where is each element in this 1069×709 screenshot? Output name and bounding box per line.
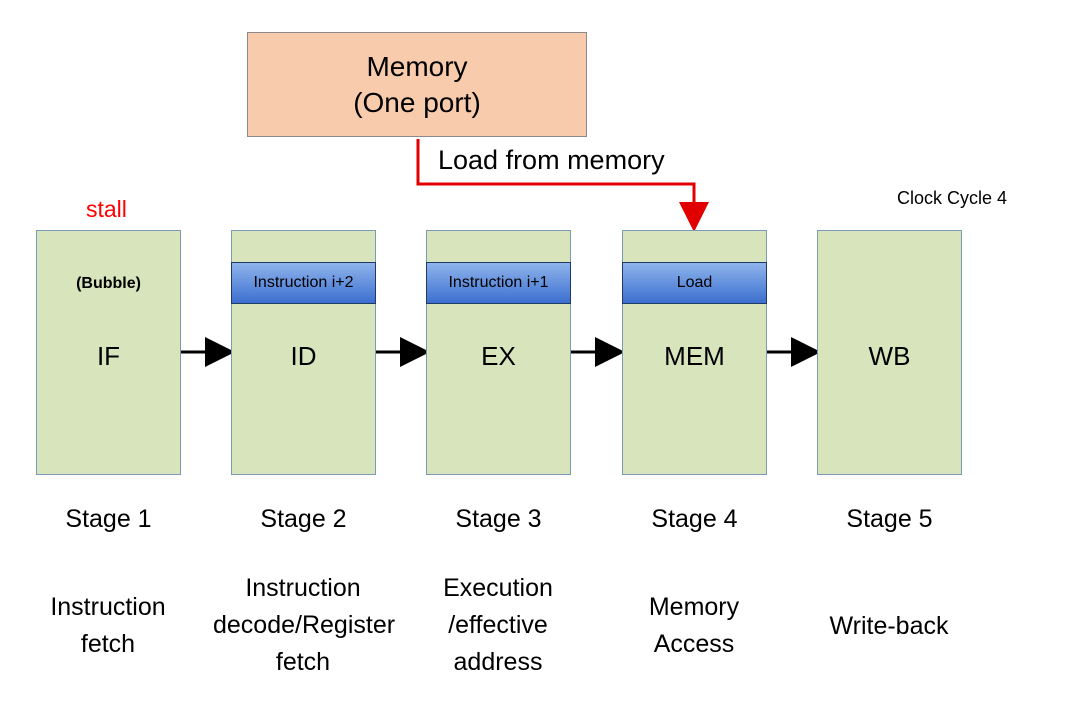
instruction-bar-ex: Instruction i+1 [426, 262, 571, 304]
desc-line: fetch [275, 648, 331, 676]
stage-description-1: Instruction fetch [18, 589, 198, 663]
load-from-memory-label: Load from memory [438, 145, 665, 175]
stage-if-box: (Bubble) IF [36, 230, 181, 475]
desc-line: decode/Register [213, 611, 396, 639]
load-arrow [416, 139, 709, 232]
clock-cycle-label: Clock Cycle 4 [897, 188, 1008, 208]
stage-number-3: Stage 3 [455, 505, 542, 533]
stage-number-5: Stage 5 [846, 505, 933, 533]
desc-line: Instruction [245, 574, 361, 602]
desc-line: Instruction [50, 593, 166, 621]
stage-mem-box: Load MEM [622, 230, 767, 475]
stage-description-4: Memory Access [604, 589, 784, 663]
stage-code-ex: EX [481, 341, 516, 371]
stage-id-box: Instruction i+2 ID [231, 230, 376, 475]
stage-number-1: Stage 1 [65, 505, 152, 533]
memory-subtitle: (One port) [353, 86, 481, 118]
stage-code-mem: MEM [664, 341, 725, 371]
memory-box: Memory (One port) [247, 32, 587, 137]
desc-line: address [453, 648, 543, 676]
stage-code-if: IF [96, 341, 121, 371]
desc-line: Memory [648, 593, 740, 621]
stage-code-id: ID [290, 341, 317, 371]
instruction-bar-id: Instruction i+2 [231, 262, 376, 304]
stage-code-wb: WB [868, 341, 911, 371]
stage-description-5: Write-back [799, 608, 979, 645]
bubble-label: (Bubble) [76, 275, 141, 292]
desc-line: Write-back [829, 612, 949, 640]
desc-line: /effective [448, 611, 548, 639]
desc-line: fetch [80, 630, 136, 658]
desc-line: Execution [443, 574, 553, 602]
stage-description-3: Execution /effective address [408, 570, 588, 681]
stage-number-4: Stage 4 [651, 505, 738, 533]
stall-label: stall [86, 196, 127, 222]
memory-title: Memory [366, 50, 468, 82]
desc-line: Access [653, 630, 735, 658]
stage-ex-box: Instruction i+1 EX [426, 230, 571, 475]
stage-wb-box: WB [817, 230, 962, 475]
stage-description-2: Instruction decode/Register fetch [213, 570, 396, 681]
stage-number-2: Stage 2 [260, 505, 347, 533]
instruction-bar-mem: Load [622, 262, 767, 304]
